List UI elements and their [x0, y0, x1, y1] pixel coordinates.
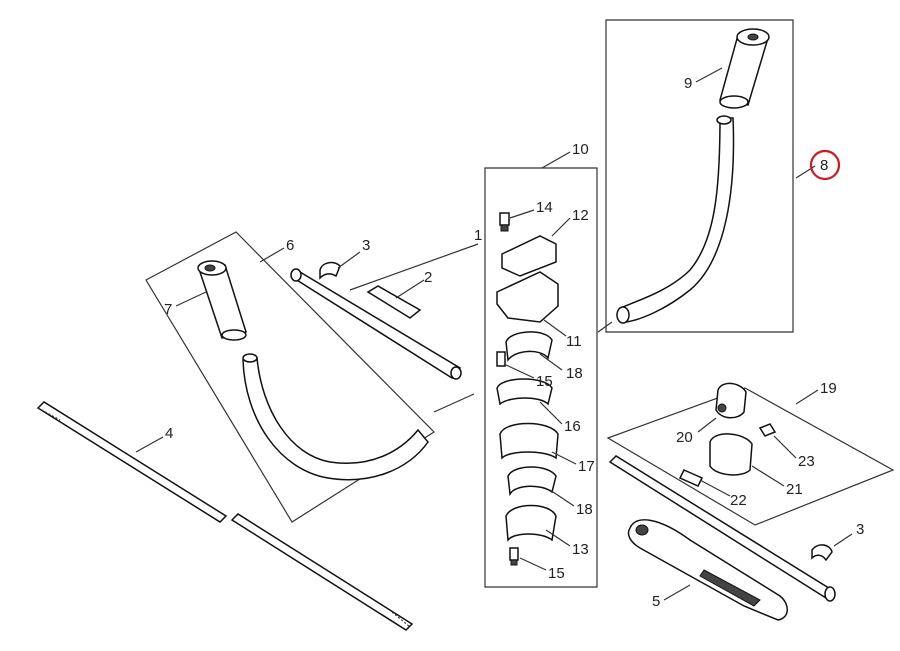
- clip-20: [715, 382, 747, 419]
- leader-15a: [503, 363, 535, 379]
- leader-23: [773, 435, 797, 459]
- main-tube: [608, 455, 836, 602]
- leader-22: [699, 479, 731, 497]
- label-5: 5: [652, 593, 660, 610]
- leader-1: [349, 243, 479, 291]
- leader-2: [395, 279, 425, 299]
- leader-4: [135, 436, 164, 453]
- label-16: 16: [564, 418, 581, 435]
- highlight-circle: [809, 149, 841, 181]
- rear-handle-5: [627, 519, 788, 621]
- label-12: 12: [572, 207, 589, 224]
- leader-18b: [549, 489, 575, 507]
- label-7: 7: [164, 301, 172, 318]
- leader-21: [751, 465, 785, 487]
- label-11: 11: [566, 333, 582, 350]
- label-18-lower: 18: [576, 501, 593, 518]
- group-frame-10: [484, 167, 598, 588]
- leader-11: [543, 319, 567, 337]
- clamp-17: [499, 422, 559, 460]
- label-3-upper: 3: [362, 237, 370, 254]
- sleeve-3-lower: [811, 544, 833, 562]
- label-18-upper: 18: [566, 365, 583, 382]
- leader-12: [551, 217, 571, 237]
- leader-10-right: [597, 321, 613, 333]
- drive-shaft-4: [36, 401, 414, 631]
- clamp-18-upper: [505, 331, 553, 363]
- leader-3a: [337, 251, 361, 269]
- handle-bar-6: [242, 353, 429, 481]
- label-15-upper: 15: [536, 373, 553, 390]
- label-6: 6: [286, 237, 294, 254]
- leader-19: [795, 389, 819, 405]
- handle-bar-assembly: [616, 115, 735, 324]
- label-9: 9: [684, 75, 692, 92]
- label-8: 8: [820, 157, 828, 174]
- label-3-lower: 3: [856, 521, 864, 538]
- clamp-18-lower: [507, 466, 557, 497]
- clamp-12: [501, 235, 557, 277]
- label-21: 21: [786, 481, 803, 498]
- group-frame-6: [145, 231, 435, 523]
- bolt-15-lower: [509, 547, 519, 566]
- label-20: 20: [676, 429, 693, 446]
- bolt-14: [499, 212, 510, 232]
- grip-handle-7: [197, 260, 247, 341]
- leader-9: [695, 67, 723, 83]
- leader-10: [541, 151, 571, 169]
- label-2: 2: [424, 269, 432, 286]
- label-13: 13: [572, 541, 589, 558]
- label-17: 17: [578, 458, 595, 475]
- grip-handle-9: [719, 28, 770, 109]
- bolt-22: [678, 469, 704, 487]
- leader-18a: [539, 353, 563, 371]
- sleeve-3-upper: [319, 261, 341, 280]
- leader-16: [539, 401, 563, 425]
- group-frame-8: [605, 19, 794, 333]
- leader-17: [551, 451, 577, 465]
- label-14: 14: [536, 199, 553, 216]
- label-10: 10: [572, 141, 589, 158]
- leader-14: [509, 209, 535, 219]
- leader-10-link: [433, 393, 475, 413]
- leader-7: [175, 291, 207, 307]
- clip-21: [709, 433, 753, 476]
- leader-15b: [519, 557, 547, 571]
- label-4: 4: [165, 425, 173, 442]
- bolt-15-upper: [496, 351, 506, 367]
- clamp-16: [496, 378, 553, 406]
- clamp-11: [496, 271, 559, 323]
- leader-20: [697, 417, 717, 433]
- label-23: 23: [798, 453, 815, 470]
- clamp-13: [505, 504, 557, 543]
- label-19: 19: [820, 380, 837, 397]
- group-frame-19: [606, 387, 895, 526]
- leader-6: [259, 247, 285, 263]
- label-22: 22: [730, 492, 747, 509]
- cushion-2: [366, 285, 422, 319]
- label-15-lower: 15: [548, 565, 565, 582]
- leader-3b: [833, 533, 853, 547]
- nut-23: [758, 423, 777, 437]
- leader-13: [545, 529, 571, 547]
- leader-5: [663, 584, 691, 601]
- handle-tube-1: [290, 268, 462, 380]
- label-1: 1: [474, 227, 482, 244]
